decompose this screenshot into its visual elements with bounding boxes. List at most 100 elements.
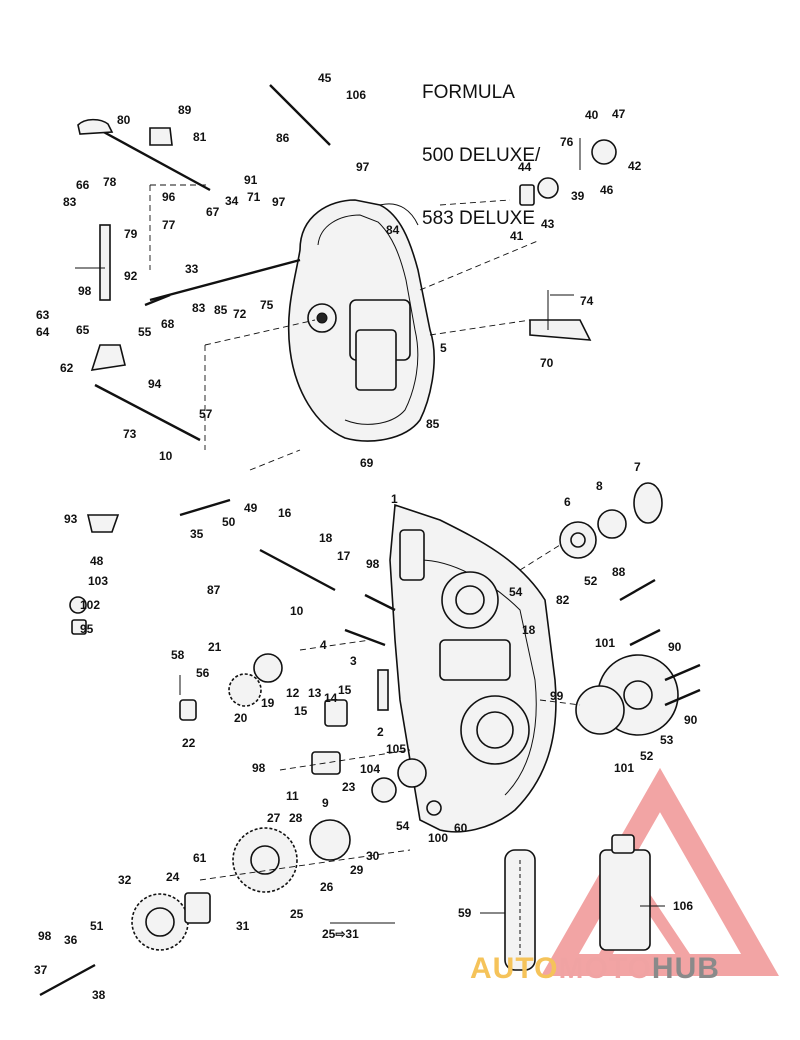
callout-91: 53 <box>660 733 674 747</box>
callout-62: 48 <box>90 554 104 568</box>
callout-98: 9 <box>322 796 329 810</box>
callout-32: 64 <box>36 325 50 339</box>
callout-33: 65 <box>76 323 90 337</box>
callout-75: 3 <box>350 654 357 668</box>
callout-71: 103 <box>88 574 108 588</box>
callout-110: 32 <box>118 873 132 887</box>
callout-119: 37 <box>34 963 48 977</box>
callout-43: 94 <box>148 377 162 391</box>
callout-42: 62 <box>60 361 74 375</box>
callout-55: 8 <box>596 479 603 493</box>
callout-15: 97 <box>356 160 370 174</box>
callout-105: 30 <box>366 849 380 863</box>
callout-67: 88 <box>612 565 626 579</box>
assembly-guide-lines <box>149 184 581 881</box>
callout-2: 86 <box>276 131 290 145</box>
callout-53: 1 <box>391 492 398 506</box>
callout-116: 98 <box>38 929 52 943</box>
callout-73: 95 <box>80 622 94 636</box>
fasteners <box>39 127 701 997</box>
callout-46: 73 <box>123 427 137 441</box>
callout-82: 20 <box>234 711 248 725</box>
callout-5: 81 <box>193 130 207 144</box>
watermark-part-1: AUTO <box>470 952 559 985</box>
callout-12: 44 <box>518 160 532 174</box>
callout-44: 5 <box>440 341 447 355</box>
callout-113: 106 <box>673 899 693 913</box>
callout-18: 71 <box>247 190 261 204</box>
title-line-3: 583 DELUXE <box>422 208 536 229</box>
watermark-part-3: HUB <box>651 952 720 985</box>
callout-8: 47 <box>612 107 626 121</box>
callout-22: 77 <box>162 218 176 232</box>
watermark-logo-icon <box>541 767 779 976</box>
callout-89: 15 <box>294 704 308 718</box>
callout-85: 12 <box>286 686 300 700</box>
callout-39: 75 <box>260 298 274 312</box>
callout-77: 21 <box>208 640 222 654</box>
callout-50: 35 <box>190 527 204 541</box>
watermark-part-2: MOTO <box>558 952 652 985</box>
callout-64: 10 <box>290 604 304 618</box>
callout-80: 99 <box>550 689 564 703</box>
callout-88: 15 <box>338 683 352 697</box>
callout-59: 17 <box>337 549 351 563</box>
callout-70: 101 <box>595 636 615 650</box>
callout-86: 13 <box>308 686 322 700</box>
callout-81: 90 <box>684 713 698 727</box>
drive-chains <box>379 203 536 971</box>
callout-20: 67 <box>206 205 220 219</box>
callout-36: 83 <box>192 301 206 315</box>
title-line-2: 500 DELUXE/ <box>422 145 541 166</box>
callout-41: 70 <box>540 356 554 370</box>
model-title: FORMULA 500 DELUXE/ 583 DELUXE <box>422 40 540 271</box>
callout-37: 85 <box>214 303 228 317</box>
shift-rods <box>77 84 331 442</box>
callout-28: 33 <box>185 262 199 276</box>
callout-40: 74 <box>580 294 594 308</box>
chaincase-body <box>389 503 557 833</box>
callout-35: 68 <box>161 317 175 331</box>
callout-49: 10 <box>159 449 173 463</box>
callout-26: 83 <box>63 195 77 209</box>
callout-104: 28 <box>289 811 303 825</box>
callout-106: 29 <box>350 863 364 877</box>
callout-84: 22 <box>182 736 196 750</box>
callout-78: 56 <box>196 666 210 680</box>
callout-114: 59 <box>458 906 472 920</box>
callout-38: 72 <box>233 307 247 321</box>
callout-24: 66 <box>76 178 90 192</box>
callout-30: 98 <box>78 284 92 298</box>
callout-65: 54 <box>509 585 523 599</box>
callout-4: 80 <box>117 113 131 127</box>
callout-103: 27 <box>267 811 281 825</box>
callout-87: 14 <box>324 691 338 705</box>
callout-7: 40 <box>585 108 599 122</box>
callout-58: 18 <box>319 531 333 545</box>
watermark-wordmark: AUTOMOTOHUB <box>470 952 720 986</box>
callout-118: 51 <box>90 919 104 933</box>
callout-99: 23 <box>342 780 356 794</box>
callout-95: 98 <box>252 761 266 775</box>
callout-14: 41 <box>510 229 524 243</box>
callout-9: 42 <box>628 159 642 173</box>
callout-93: 101 <box>614 761 634 775</box>
callout-61: 93 <box>64 512 78 526</box>
callout-34: 55 <box>138 325 152 339</box>
callout-76: 58 <box>171 648 185 662</box>
callout-68: 82 <box>556 593 570 607</box>
callout-63: 87 <box>207 583 221 597</box>
callout-108: 26 <box>320 880 334 894</box>
callout-109: 24 <box>166 870 180 884</box>
callout-19: 96 <box>162 190 176 204</box>
callout-48: 69 <box>360 456 374 470</box>
callout-66: 52 <box>584 574 598 588</box>
callout-45: 57 <box>199 407 213 421</box>
callout-94: 105 <box>386 742 406 756</box>
callout-107: 61 <box>193 851 207 865</box>
callout-10: 46 <box>600 183 614 197</box>
callout-69: 18 <box>522 623 536 637</box>
callout-52: 49 <box>244 501 258 515</box>
